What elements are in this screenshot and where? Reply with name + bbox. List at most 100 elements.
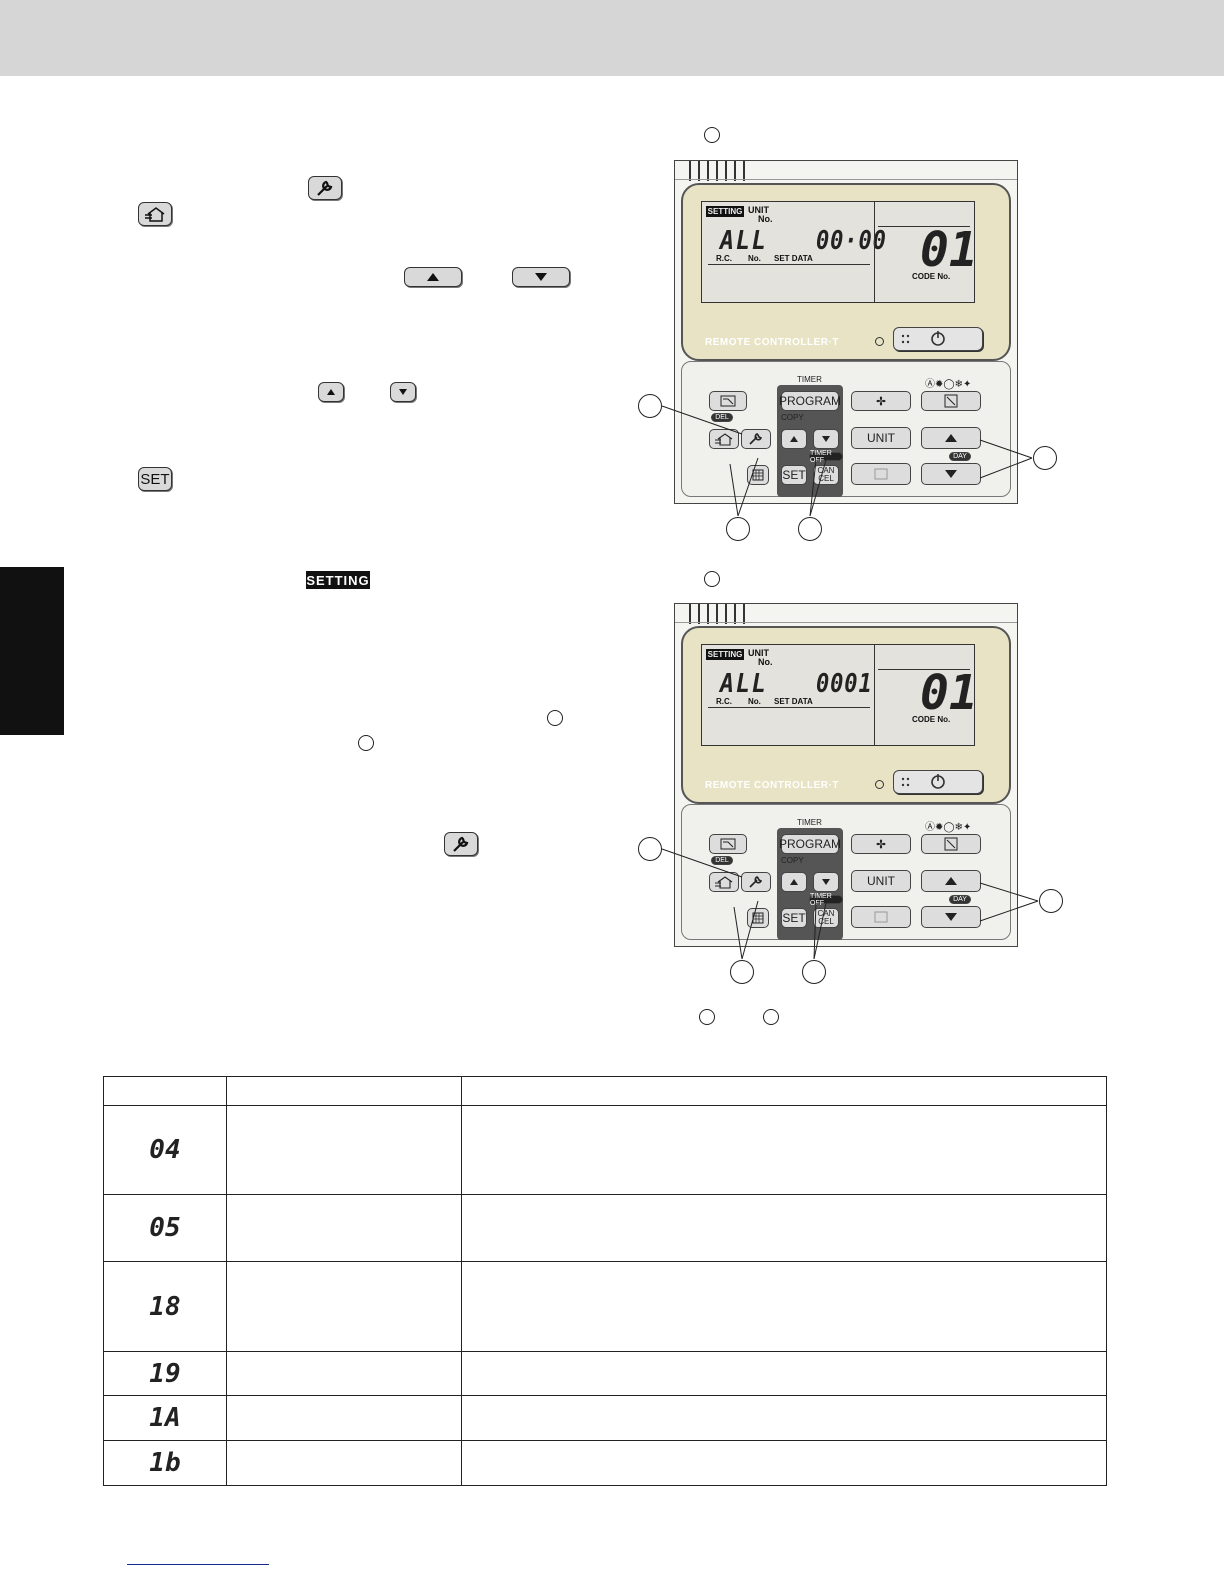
timer-up-button[interactable]	[781, 429, 807, 449]
swing-button[interactable]	[921, 391, 981, 411]
lcd-set-data-value: 00·00	[816, 226, 887, 256]
house-ventilation-icon	[715, 876, 733, 889]
temp-up-button[interactable]	[921, 870, 981, 892]
filter-icon	[874, 911, 888, 923]
lcd-code-no-label: CODE No.	[912, 715, 951, 724]
setting-badge: SETTING	[306, 571, 370, 589]
program-button[interactable]: PROGRAM	[779, 391, 841, 411]
code-cell: 19	[103, 1351, 227, 1396]
table-row: 1A	[103, 1395, 1108, 1441]
code-cell: 05	[103, 1194, 227, 1262]
lcd-setting-tag: SETTING	[706, 649, 744, 660]
wrench-icon	[749, 876, 763, 888]
timer-down-button[interactable]	[813, 429, 839, 449]
house-ventilation-icon	[145, 207, 165, 222]
down-arrow-icon	[399, 389, 407, 395]
del-label: DEL	[711, 413, 733, 422]
cancel-button[interactable]: CAN CEL	[813, 908, 839, 928]
unit-button[interactable]: UNIT	[851, 870, 911, 892]
up-arrow-icon	[790, 436, 798, 442]
down-arrow-icon	[945, 913, 957, 921]
callout-marker	[1039, 889, 1063, 913]
small-up-key-icon	[318, 382, 344, 402]
schedule-button[interactable]	[747, 908, 769, 928]
timer-down-button[interactable]	[813, 872, 839, 892]
ventilation-button[interactable]	[709, 872, 739, 892]
down-arrow-icon	[822, 879, 830, 885]
set-key-label: SET	[140, 470, 170, 488]
wrench-icon	[749, 433, 763, 445]
set-key-icon: SET	[138, 467, 172, 491]
status-led	[875, 780, 884, 789]
status-led	[875, 337, 884, 346]
mode-button[interactable]	[709, 834, 747, 854]
set-button[interactable]: SET	[781, 908, 807, 928]
table-header-row	[103, 1076, 1108, 1106]
callout-lines-1	[661, 405, 1033, 517]
power-button[interactable]	[893, 770, 983, 794]
power-button[interactable]	[893, 327, 983, 351]
fan-button[interactable]	[851, 834, 911, 854]
up-arrow-icon	[327, 389, 335, 395]
lcd-unit-value: ALL	[720, 669, 768, 699]
timer-up-button[interactable]	[781, 872, 807, 892]
code-cell: 1b	[103, 1440, 227, 1486]
callout-marker	[730, 960, 754, 984]
wrench-icon	[317, 180, 333, 196]
filter-icon	[874, 468, 888, 480]
table-row: 04	[103, 1105, 1108, 1195]
figure-marker	[699, 1009, 715, 1025]
power-icon	[901, 774, 945, 789]
step-marker	[547, 710, 563, 726]
code-table: 04 05 18 19 1A 1b	[103, 1076, 1108, 1486]
section-side-tab	[0, 567, 64, 735]
fan-button[interactable]	[851, 391, 911, 411]
table-row: 05	[103, 1194, 1108, 1262]
house-ventilation-icon	[715, 433, 733, 446]
code-cell: 1A	[103, 1395, 227, 1441]
cancel-button[interactable]: CAN CEL	[813, 465, 839, 485]
temp-up-button[interactable]	[921, 427, 981, 449]
lcd-set-data-label: SET DATA	[774, 254, 813, 263]
up-arrow-icon	[790, 879, 798, 885]
ventilation-button[interactable]	[709, 429, 739, 449]
swing-button[interactable]	[921, 834, 981, 854]
grid-icon	[752, 469, 764, 481]
program-button[interactable]: PROGRAM	[779, 834, 841, 854]
temp-down-button[interactable]	[921, 906, 981, 928]
test-wrench-button[interactable]	[741, 429, 771, 449]
callout-marker	[638, 837, 662, 861]
remote-brand: REMOTE CONTROLLER·T	[705, 780, 839, 791]
wrench-key-icon	[308, 176, 342, 200]
footer-link-underline	[127, 1564, 269, 1565]
up-arrow-key-icon	[404, 267, 462, 287]
up-arrow-icon	[945, 877, 957, 885]
filter-button[interactable]	[851, 463, 911, 485]
table-row: 18	[103, 1261, 1108, 1352]
del-label: DEL	[711, 856, 733, 865]
schedule-button[interactable]	[747, 465, 769, 485]
down-arrow-icon	[822, 436, 830, 442]
wrench-key-icon	[444, 832, 478, 856]
fan-icon	[876, 839, 886, 849]
louver-icon	[720, 395, 736, 407]
unit-button[interactable]: UNIT	[851, 427, 911, 449]
lcd-no-label: No.	[748, 697, 761, 706]
swing-icon	[944, 837, 958, 851]
code-cell: 18	[103, 1261, 227, 1352]
remote-grip	[689, 604, 749, 624]
remote-brand: REMOTE CONTROLLER·T	[705, 337, 839, 348]
test-wrench-button[interactable]	[741, 872, 771, 892]
mode-button[interactable]	[709, 391, 747, 411]
filter-button[interactable]	[851, 906, 911, 928]
temp-down-button[interactable]	[921, 463, 981, 485]
mode-icons: Ⓐ✹◯❄✦	[925, 379, 972, 390]
figure-marker	[704, 571, 720, 587]
set-button[interactable]: SET	[781, 465, 807, 485]
lcd-setting-tag: SETTING	[706, 206, 744, 217]
lcd-set-data-label: SET DATA	[774, 697, 813, 706]
callout-marker	[1033, 446, 1057, 470]
